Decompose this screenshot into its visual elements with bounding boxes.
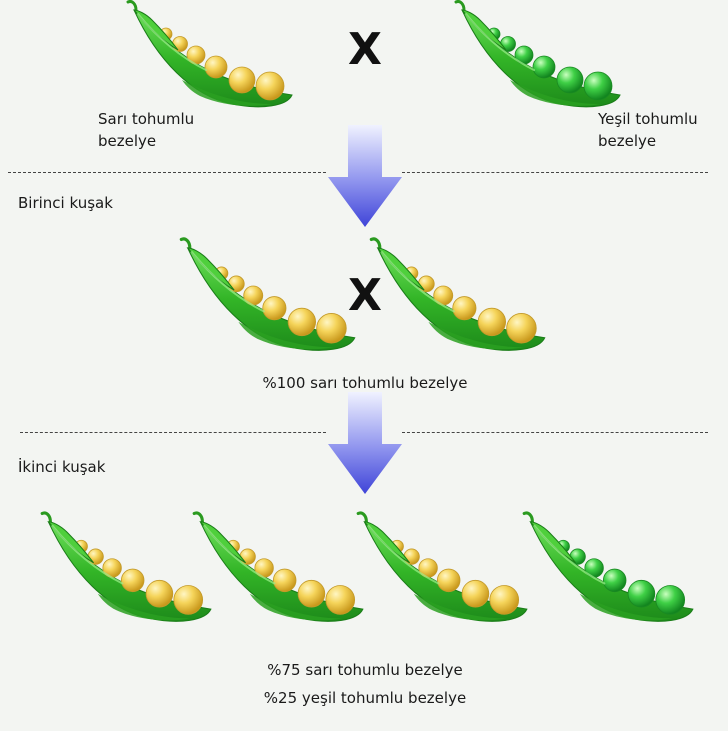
yellow-parent-label: Sarı tohumlu bezelye [98,110,195,150]
first-generation-result: %100 sarı tohumlu bezelye [262,374,468,392]
yellow-ratio-text: %75 sarı tohumlu bezelye [267,661,463,679]
green-ratio-text: %25 yeşil tohumlu bezelye [263,689,467,707]
green-pea-pod-icon [522,511,694,622]
second-generation-result: %75 sarı tohumlu bezelye %25 yeşil tohum… [220,656,510,712]
yellow-pea-pod-icon [369,237,546,351]
second-generation-label: İkinci kuşak [18,458,106,476]
down-arrow-icon [328,125,402,227]
cross-symbol: X [348,270,382,321]
green-pea-pod-icon [454,0,621,108]
yellow-pea-pod-icon [179,237,356,351]
yellow-pea-pod-icon [192,511,364,622]
yellow-pea-pod-icon [126,0,293,108]
yellow-pea-pod-icon [356,511,528,622]
yellow-pea-pod-icon [40,511,212,622]
divider-line-left [20,432,326,433]
divider-line-left [8,172,326,173]
first-generation-label: Birinci kuşak [18,194,113,212]
divider-line-right [402,432,708,433]
divider-line-right [402,172,708,173]
cross-symbol: X [348,24,382,75]
down-arrow-icon [328,392,402,494]
green-parent-label: Yeşil tohumlu bezelye [598,110,698,150]
